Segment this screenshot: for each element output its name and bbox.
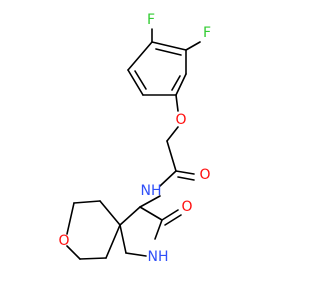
bond-c4-o xyxy=(175,94,179,112)
atom-labels: F F O O NH O NH O xyxy=(58,12,211,265)
bond-c6-c1 xyxy=(127,41,153,71)
bond-n-c4ring xyxy=(139,195,161,208)
bond-c1-c2-inner xyxy=(155,48,182,56)
bond-c4ring-c3ring xyxy=(139,206,163,221)
bond-carbonyl-n xyxy=(159,170,177,187)
bond-c3-c4 xyxy=(175,73,187,96)
bond-o-ch2 xyxy=(166,126,179,142)
bond-n2-c1ring xyxy=(125,252,147,257)
bond-c5-c6-inner xyxy=(134,70,147,90)
bond-pyran-c-d xyxy=(79,257,107,260)
bond-ch2-carbonyl xyxy=(166,140,177,172)
bond-pyran-a-b xyxy=(73,200,101,204)
bond-c3ring-o xyxy=(161,209,179,221)
amide-nitrogen-label: NH xyxy=(141,183,162,199)
structure-canvas: F F O O NH O NH O xyxy=(58,12,212,265)
bond-lines xyxy=(66,28,201,260)
bond-spiro-pyran-a xyxy=(99,200,121,226)
fluorine-label-1: F xyxy=(147,12,155,28)
bond-spiro-c4ring xyxy=(119,206,141,226)
bond-c5-c6 xyxy=(127,69,144,96)
pyran-oxygen-label: O xyxy=(58,233,69,249)
bond-carbonyl-o-double xyxy=(177,176,195,181)
lactam-oxygen-label: O xyxy=(181,199,192,215)
bond-c1ring-spiro xyxy=(119,224,127,254)
bond-c3ring-o-double xyxy=(164,214,182,226)
phenoxy-oxygen-label: O xyxy=(175,112,186,128)
bond-c3ring-n2 xyxy=(154,219,163,240)
bond-c1-c2 xyxy=(151,41,187,51)
amide-oxygen-label: O xyxy=(199,167,210,183)
bond-carbonyl-o xyxy=(175,170,195,175)
lactam-nitrogen-label: NH xyxy=(148,249,169,265)
bond-pyran-o-c xyxy=(66,245,81,260)
molecule-structure-diagram: F F O O NH O NH O xyxy=(58,12,211,265)
bond-pyran-b-o xyxy=(66,202,75,235)
bond-pyran-d-spiro xyxy=(105,224,121,259)
bond-c2-f xyxy=(185,41,201,51)
bond-c3-c4-inner xyxy=(171,75,181,91)
fluorine-label-2: F xyxy=(203,25,211,41)
